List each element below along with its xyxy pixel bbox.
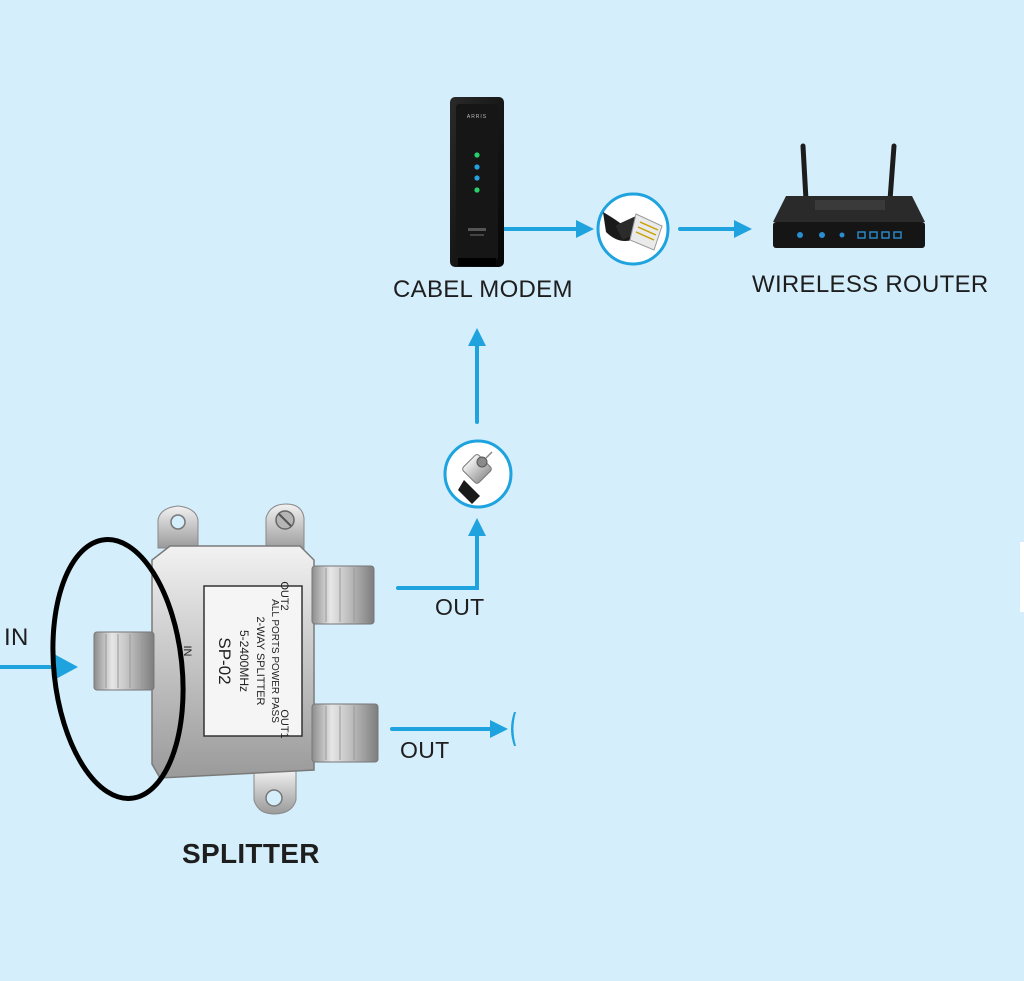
- label-output-top: OUT: [435, 594, 485, 620]
- input-highlight-ring: [50, 537, 186, 801]
- edge-fragment: [1020, 542, 1024, 612]
- flow-arrows: [0, 227, 742, 731]
- coax-splitter-icon: SP-02 5-2400MHz 2-WAY SPLITTER ALL PORTS…: [93, 503, 379, 815]
- coax-connector-icon: [443, 439, 513, 509]
- label-wireless-router: WIRELESS ROUTER: [752, 271, 989, 298]
- splitter-model: SP-02: [215, 637, 234, 684]
- arrow-out-to-coax: [396, 530, 479, 590]
- arrow-heads: [54, 220, 752, 746]
- label-cable-modem: CABEL MODEM: [393, 276, 573, 303]
- cable-modem-icon: ARRIS: [450, 97, 504, 267]
- modem-brand: ARRIS: [467, 114, 487, 120]
- splitter-frequency: 5-2400MHz: [237, 630, 251, 692]
- splitter-port-out2: OUT2: [278, 581, 290, 610]
- splitter-port-in: IN: [181, 646, 193, 657]
- ethernet-connector-icon: [596, 192, 670, 266]
- splitter-port-out1: OUT1: [278, 709, 290, 738]
- wireless-router-icon: [773, 143, 925, 248]
- splitter-type: 2-WAY SPLITTER: [254, 616, 266, 705]
- splitter-note: ALL PORTS POWER PASS: [269, 599, 280, 723]
- label-splitter: SPLITTER: [182, 838, 320, 869]
- label-output-bottom: OUT: [400, 737, 450, 763]
- label-input: IN: [4, 624, 29, 651]
